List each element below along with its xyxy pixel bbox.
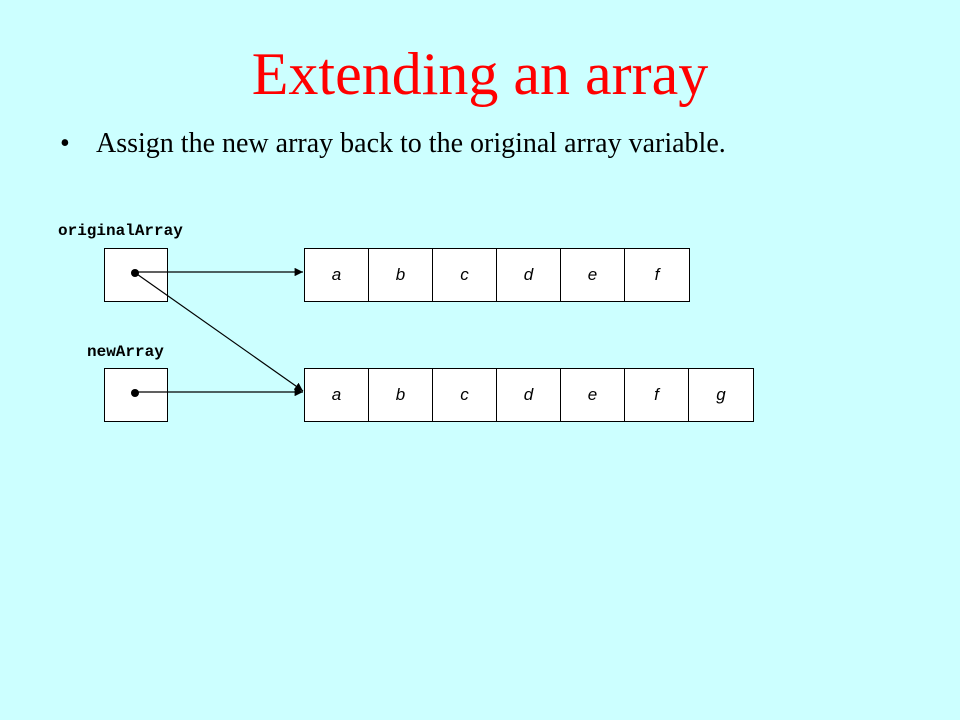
original-array-cell: e xyxy=(561,249,625,301)
original-array-cell: d xyxy=(497,249,561,301)
slide-title: Extending an array xyxy=(251,41,709,107)
new-array-cell: d xyxy=(497,369,561,421)
new-array-pointer-box xyxy=(104,368,168,422)
new-array-cell: f xyxy=(625,369,689,421)
bullet-marker: • xyxy=(60,128,70,159)
original-array-cell: b xyxy=(369,249,433,301)
original-array-label: originalArray xyxy=(58,222,183,240)
new-array-cell: b xyxy=(369,369,433,421)
new-array-cell: g xyxy=(716,385,726,404)
new-array-cell: e xyxy=(561,369,625,421)
new-array-cell: a xyxy=(305,369,369,421)
original-array-cell: a xyxy=(305,249,369,301)
bullet-item: • Assign the new array back to the origin… xyxy=(60,126,726,162)
original-array-pointer-box xyxy=(104,248,168,302)
new-array-label: newArray xyxy=(87,343,164,361)
new-pointer-dot xyxy=(131,389,139,397)
original-array-cell: c xyxy=(433,249,497,301)
original-array-cell: f xyxy=(654,265,660,284)
arrow-original-to-new-array xyxy=(133,271,304,392)
new-array-cell: c xyxy=(433,369,497,421)
bullet-text: Assign the new array back to the origina… xyxy=(96,128,726,159)
